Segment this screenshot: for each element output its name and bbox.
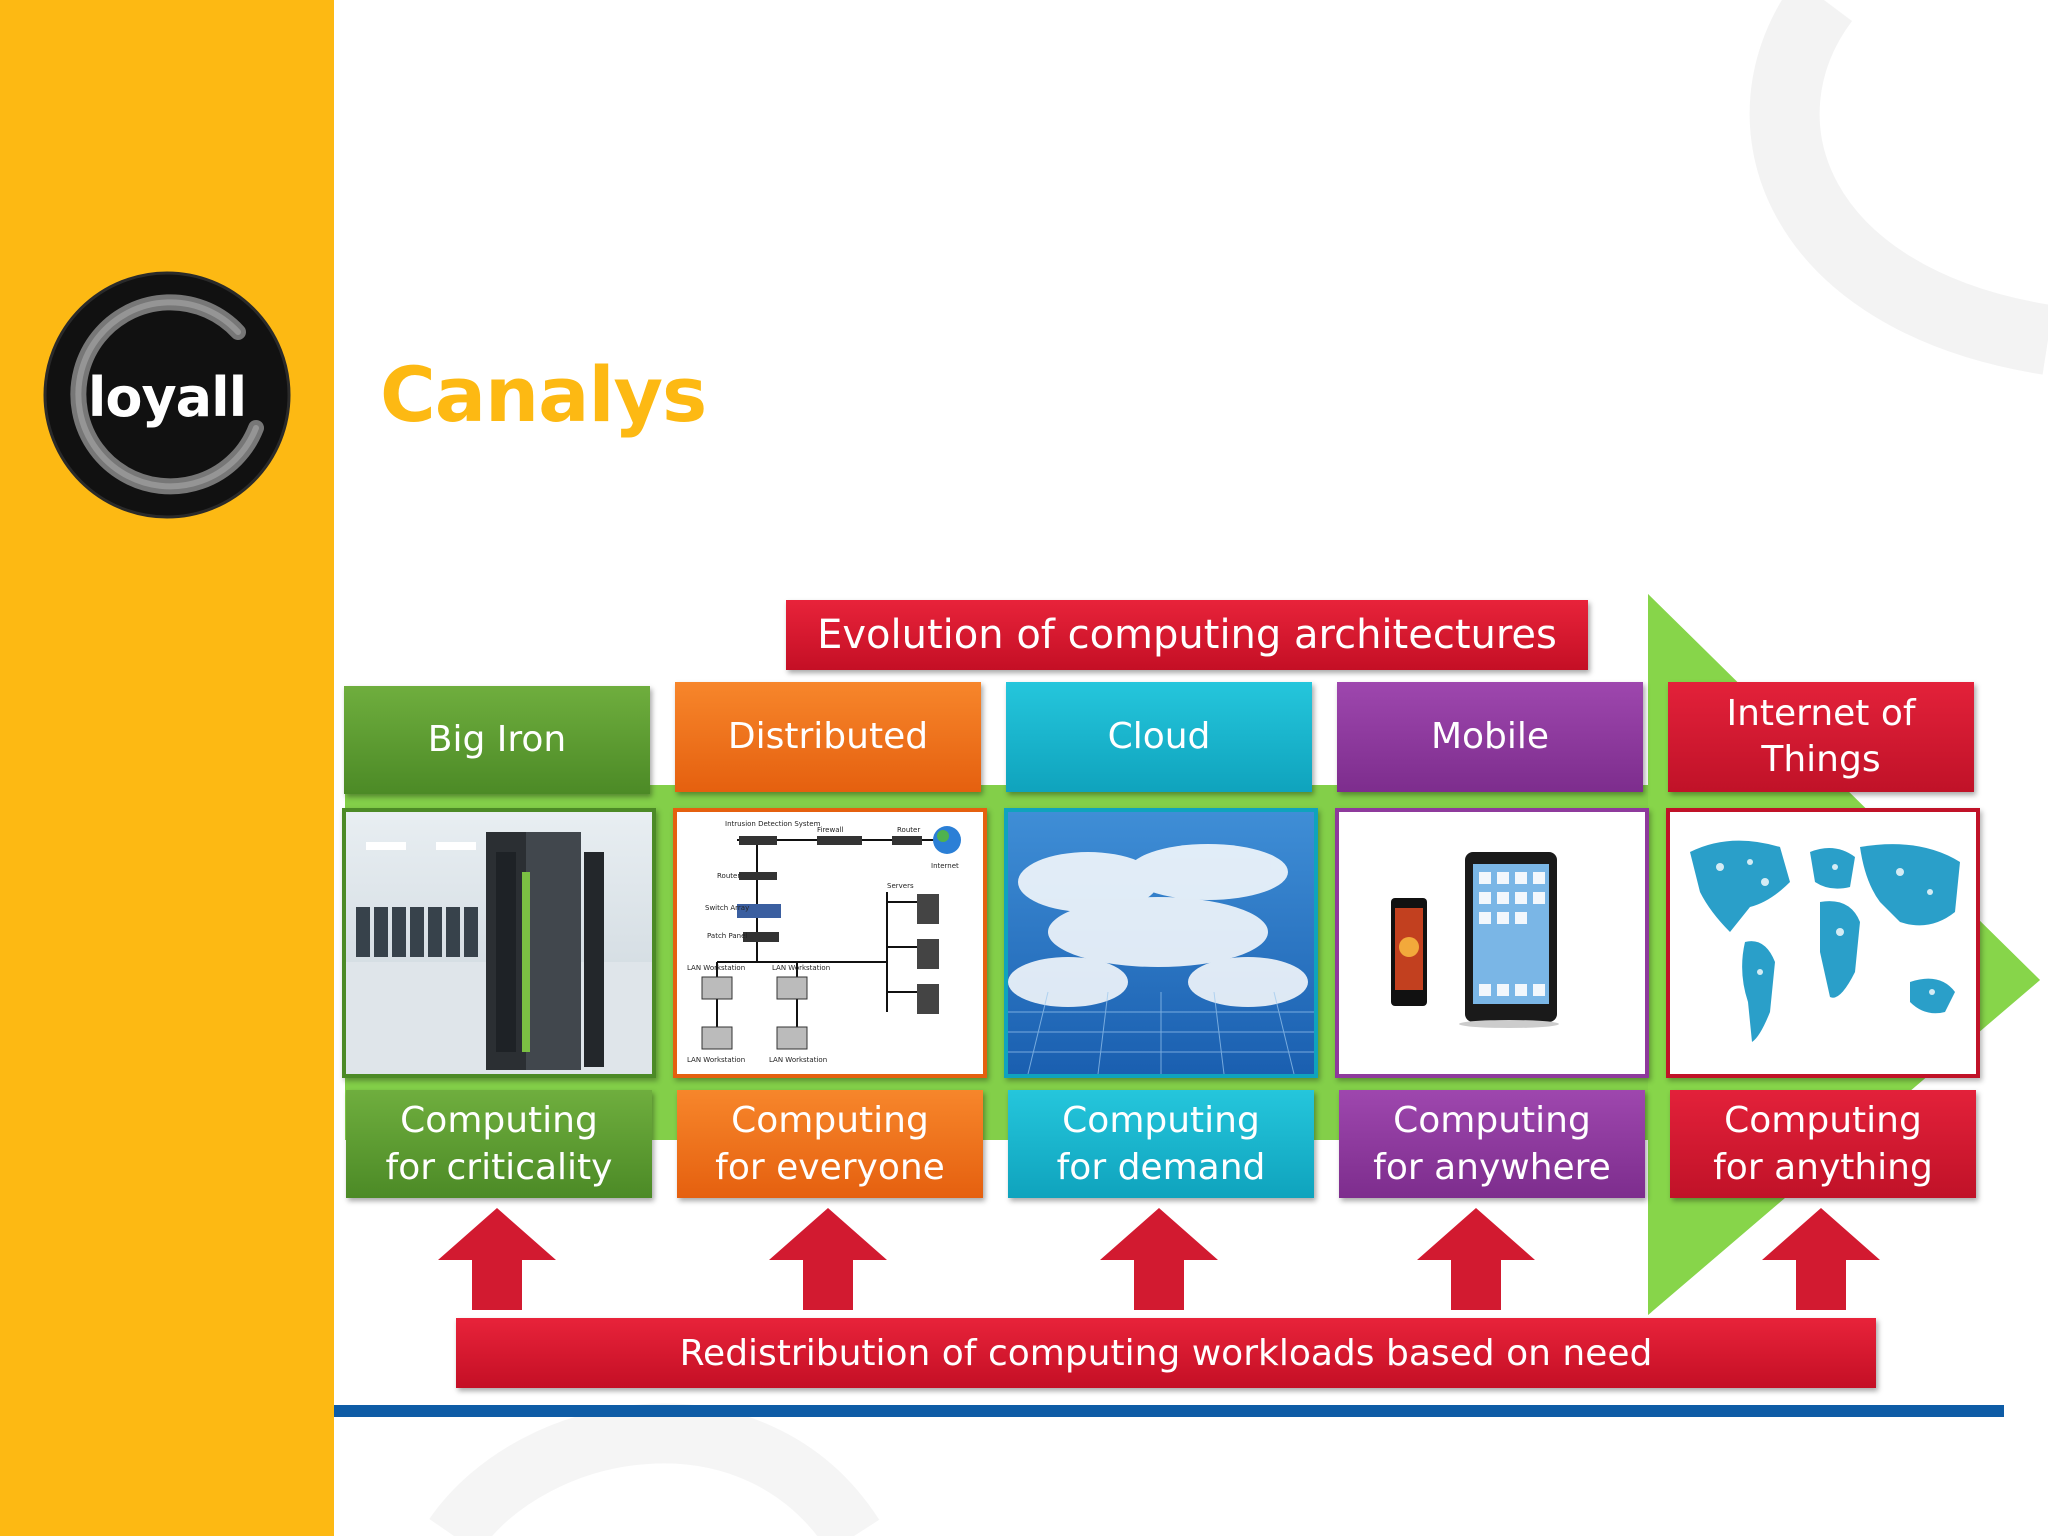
world-map-icons-image xyxy=(1666,808,1980,1078)
stage-footer: Computing for criticality xyxy=(346,1090,652,1198)
stage-header: Distributed xyxy=(675,682,981,792)
bottom-divider xyxy=(334,1405,2004,1417)
net-label-servers: Servers xyxy=(887,882,914,890)
logo-text: loyall xyxy=(87,365,247,429)
stage-footer: Computing for everyone xyxy=(677,1090,983,1198)
net-label-patch: Patch Panel xyxy=(707,932,747,940)
net-label-ids: Intrusion Detection System xyxy=(725,820,821,828)
stage-footer: Computing for anywhere xyxy=(1339,1090,1645,1198)
net-label-lan2: LAN Workstation xyxy=(772,964,830,972)
stage-header: Big Iron xyxy=(344,686,650,794)
network-diagram-image: Intrusion Detection System Firewall Rout… xyxy=(673,808,987,1078)
net-label-switch: Switch Array xyxy=(705,904,749,912)
up-arrow-icon xyxy=(769,1208,887,1310)
net-label-router: Router xyxy=(717,872,740,880)
up-arrow-icon xyxy=(438,1208,556,1310)
up-arrow-icon xyxy=(1762,1208,1880,1310)
net-label-firewall: Firewall xyxy=(817,826,843,834)
smartphone-tablet-image xyxy=(1335,808,1649,1078)
stage-header: Cloud xyxy=(1006,682,1312,792)
redistribution-banner: Redistribution of computing workloads ba… xyxy=(456,1318,1876,1388)
loyall-logo: loyall xyxy=(42,270,292,520)
canalys-title: Canalys xyxy=(380,350,707,439)
net-label-lan1: LAN Workstation xyxy=(687,964,745,972)
net-label-router-top: Router xyxy=(897,826,920,834)
stage-footer: Computing for anything xyxy=(1670,1090,1976,1198)
net-label-lan4: LAN Workstation xyxy=(769,1056,827,1064)
evolution-title-banner: Evolution of computing architectures xyxy=(786,600,1588,670)
stage-header: Internet of Things xyxy=(1668,682,1974,792)
up-arrow-icon xyxy=(1100,1208,1218,1310)
net-label-lan3: LAN Workstation xyxy=(687,1056,745,1064)
stage-header: Mobile xyxy=(1337,682,1643,792)
net-label-internet: Internet xyxy=(931,862,959,870)
up-arrow-icon xyxy=(1417,1208,1535,1310)
mainframe-server-image xyxy=(342,808,656,1078)
background-swoosh xyxy=(429,0,2048,1536)
logo-ring-icon xyxy=(43,271,291,519)
cloud-sky-image xyxy=(1004,808,1318,1078)
stage-footer: Computing for demand xyxy=(1008,1090,1314,1198)
brand-sidebar xyxy=(0,0,334,1536)
